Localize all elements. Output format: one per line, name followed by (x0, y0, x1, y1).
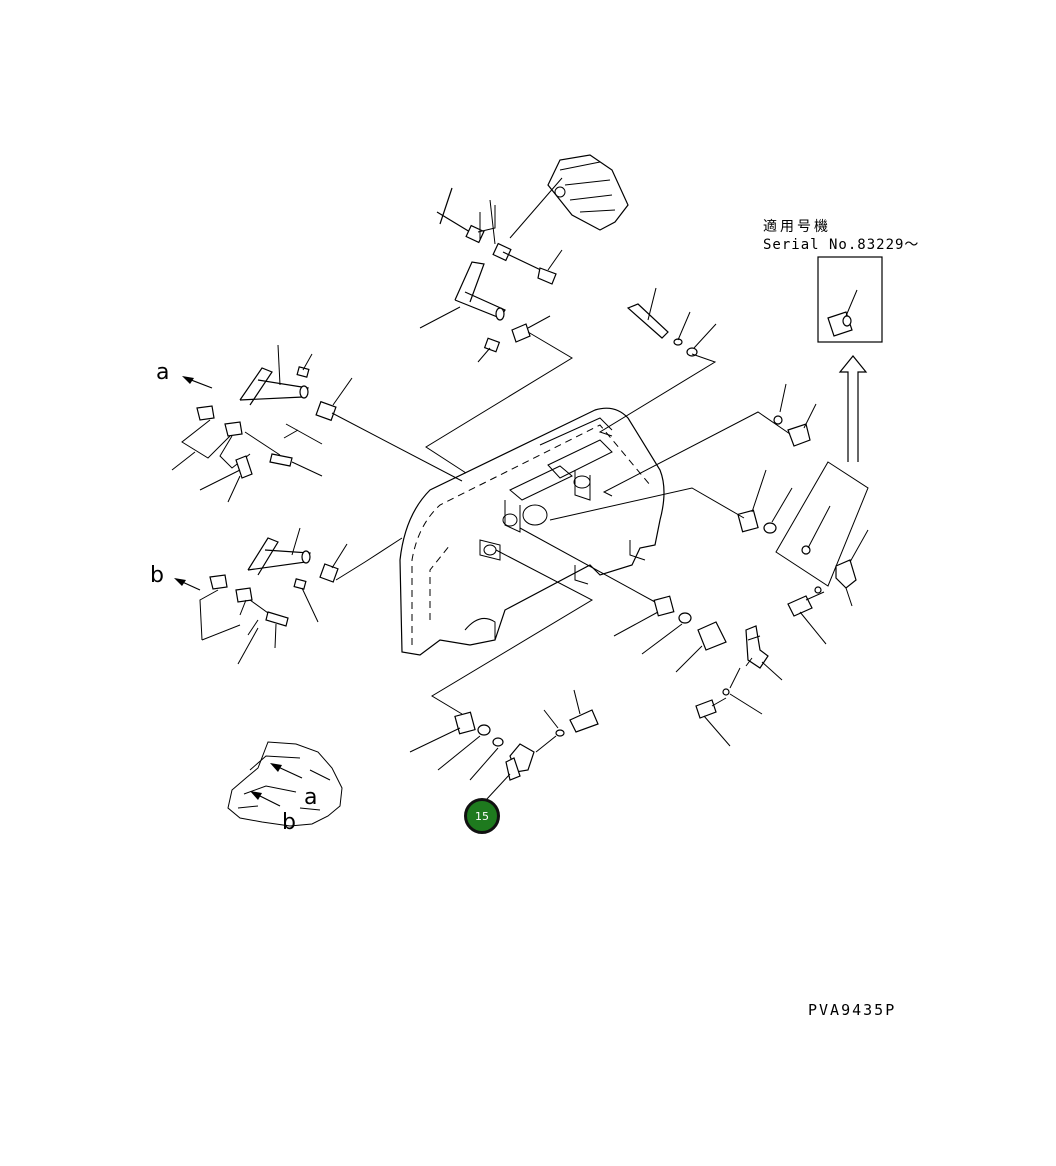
view-label-b: b (150, 563, 164, 588)
view-arrows-left (174, 376, 213, 591)
upper-right-bolts (598, 287, 717, 437)
right-plug-group (602, 383, 817, 497)
lower-center-group (409, 549, 599, 801)
right-clamp-group (775, 461, 869, 645)
left-upper-lever-group (171, 344, 463, 503)
serial-number-label: Serial No.83229～ (763, 237, 920, 253)
view-label-a: a (156, 360, 170, 385)
serial-inset (817, 256, 883, 462)
machine-inset-sketch (227, 741, 343, 827)
upper-lever (419, 261, 573, 474)
serial-applicability-label: 適用号機 (763, 219, 831, 235)
right-bushing-group (549, 469, 793, 534)
inset-label-b: b (282, 810, 296, 835)
lower-right-group (519, 527, 783, 747)
inset-label-a: a (304, 785, 318, 810)
left-lower-lever-group (199, 527, 403, 665)
control-valve (547, 154, 629, 231)
drawing-code: PVA9435P (808, 1001, 897, 1019)
part-callout-15[interactable]: 15 (464, 798, 500, 834)
transmission-case (399, 407, 665, 656)
upper-linkage (436, 177, 563, 285)
